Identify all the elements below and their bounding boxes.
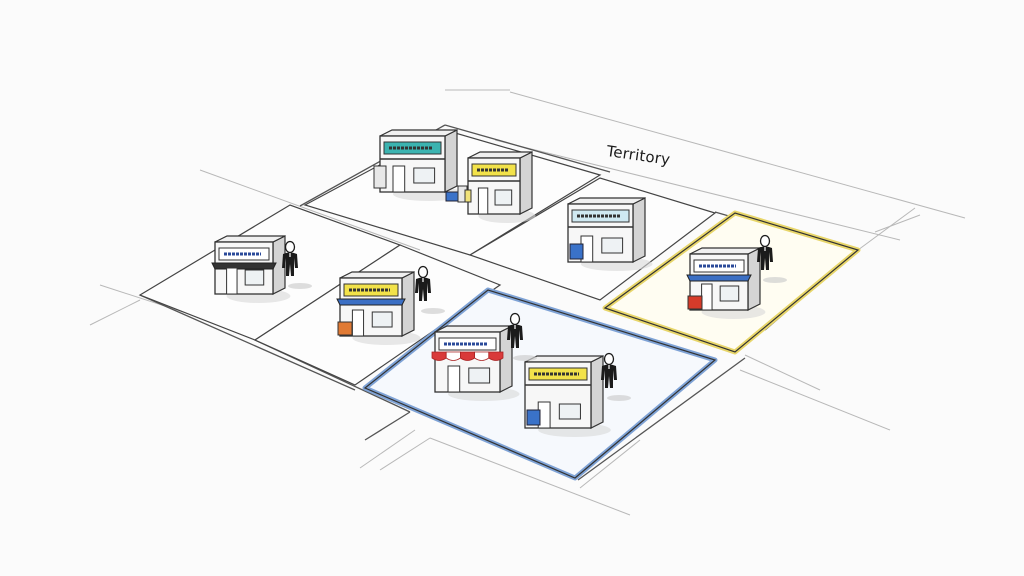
salesperson-icon [601,352,631,401]
store-red-awning [431,325,520,401]
salespeople [282,234,787,401]
salesperson-icon [282,240,312,289]
store-yellow-parcel [686,247,766,319]
store-sign [383,141,442,155]
salesperson-icon [415,265,445,314]
salesperson-icon [757,234,787,283]
store-left [211,235,291,303]
store-yellow-top [445,151,536,223]
store-gray-center [567,197,653,271]
store-sign [438,337,497,351]
store-teal [373,129,465,201]
store-center-left [336,271,421,345]
store-yellow-blue-parcel [524,355,611,437]
stores [211,129,766,437]
salesperson-icon [507,312,537,361]
store-sign [571,209,630,223]
